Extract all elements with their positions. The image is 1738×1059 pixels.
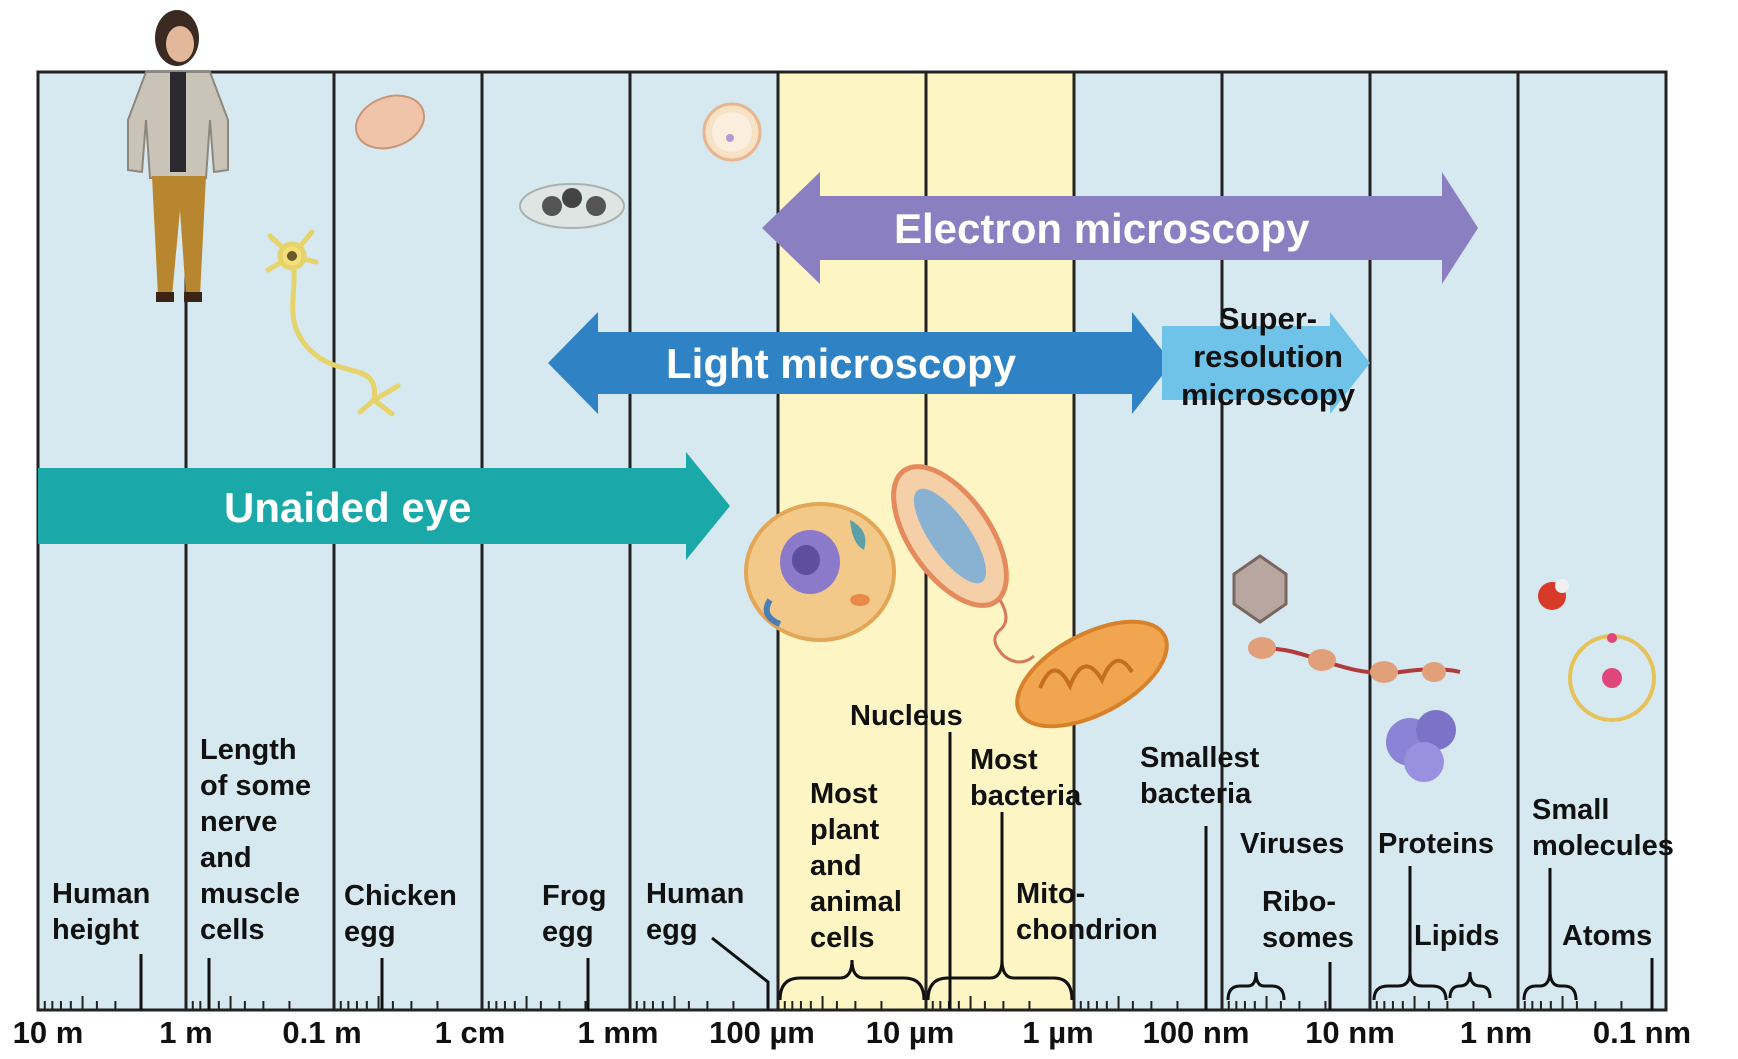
animal-cell-icon	[746, 504, 894, 640]
electron-microscopy-label: Electron microscopy	[894, 205, 1309, 253]
label-lipids: Lipids	[1414, 918, 1499, 954]
label-viruses: Viruses	[1240, 826, 1344, 862]
frog-egg-icon	[520, 184, 624, 228]
label-nucleus: Nucleus	[850, 698, 963, 734]
label-human-egg: Human egg	[646, 876, 744, 948]
label-ribosomes: Ribo- somes	[1262, 884, 1354, 956]
label-nerve-cells: Length of some nerve and muscle cells	[200, 732, 311, 948]
human-egg-icon	[704, 104, 760, 160]
label-human-height: Human height	[52, 876, 150, 948]
label-most-bacteria: Most bacteria	[970, 742, 1081, 814]
scale-label: 10 nm	[1305, 1015, 1395, 1051]
label-smallest-bacteria: Smallest bacteria	[1140, 740, 1259, 812]
label-frog-egg: Frog egg	[542, 878, 606, 950]
scale-label: 1 nm	[1460, 1015, 1532, 1051]
scale-label: 1 mm	[578, 1015, 659, 1051]
scale-label: 10 m	[13, 1015, 84, 1051]
label-proteins: Proteins	[1378, 826, 1494, 862]
label-small-molecules: Small molecules	[1532, 792, 1674, 864]
unaided-eye-label: Unaided eye	[224, 484, 471, 532]
scale-label: 1 µm	[1022, 1015, 1093, 1051]
super-resolution-label: Super- resolution microscopy	[1162, 300, 1374, 414]
label-atoms: Atoms	[1562, 918, 1652, 954]
scale-label: 1 cm	[435, 1015, 506, 1051]
label-chicken-egg: Chicken egg	[344, 878, 457, 950]
scale-label: 10 µm	[866, 1015, 955, 1051]
label-plant-animal-cells: Most plant and animal cells	[810, 776, 902, 956]
label-mitochondrion: Mito- chondrion	[1016, 876, 1158, 948]
scale-label: 0.1 m	[282, 1015, 361, 1051]
scale-label: 100 nm	[1143, 1015, 1250, 1051]
scale-label: 0.1 nm	[1593, 1015, 1691, 1051]
scale-label: 1 m	[159, 1015, 212, 1051]
scale-label: 100 µm	[709, 1015, 815, 1051]
light-microscopy-label: Light microscopy	[666, 340, 1016, 388]
